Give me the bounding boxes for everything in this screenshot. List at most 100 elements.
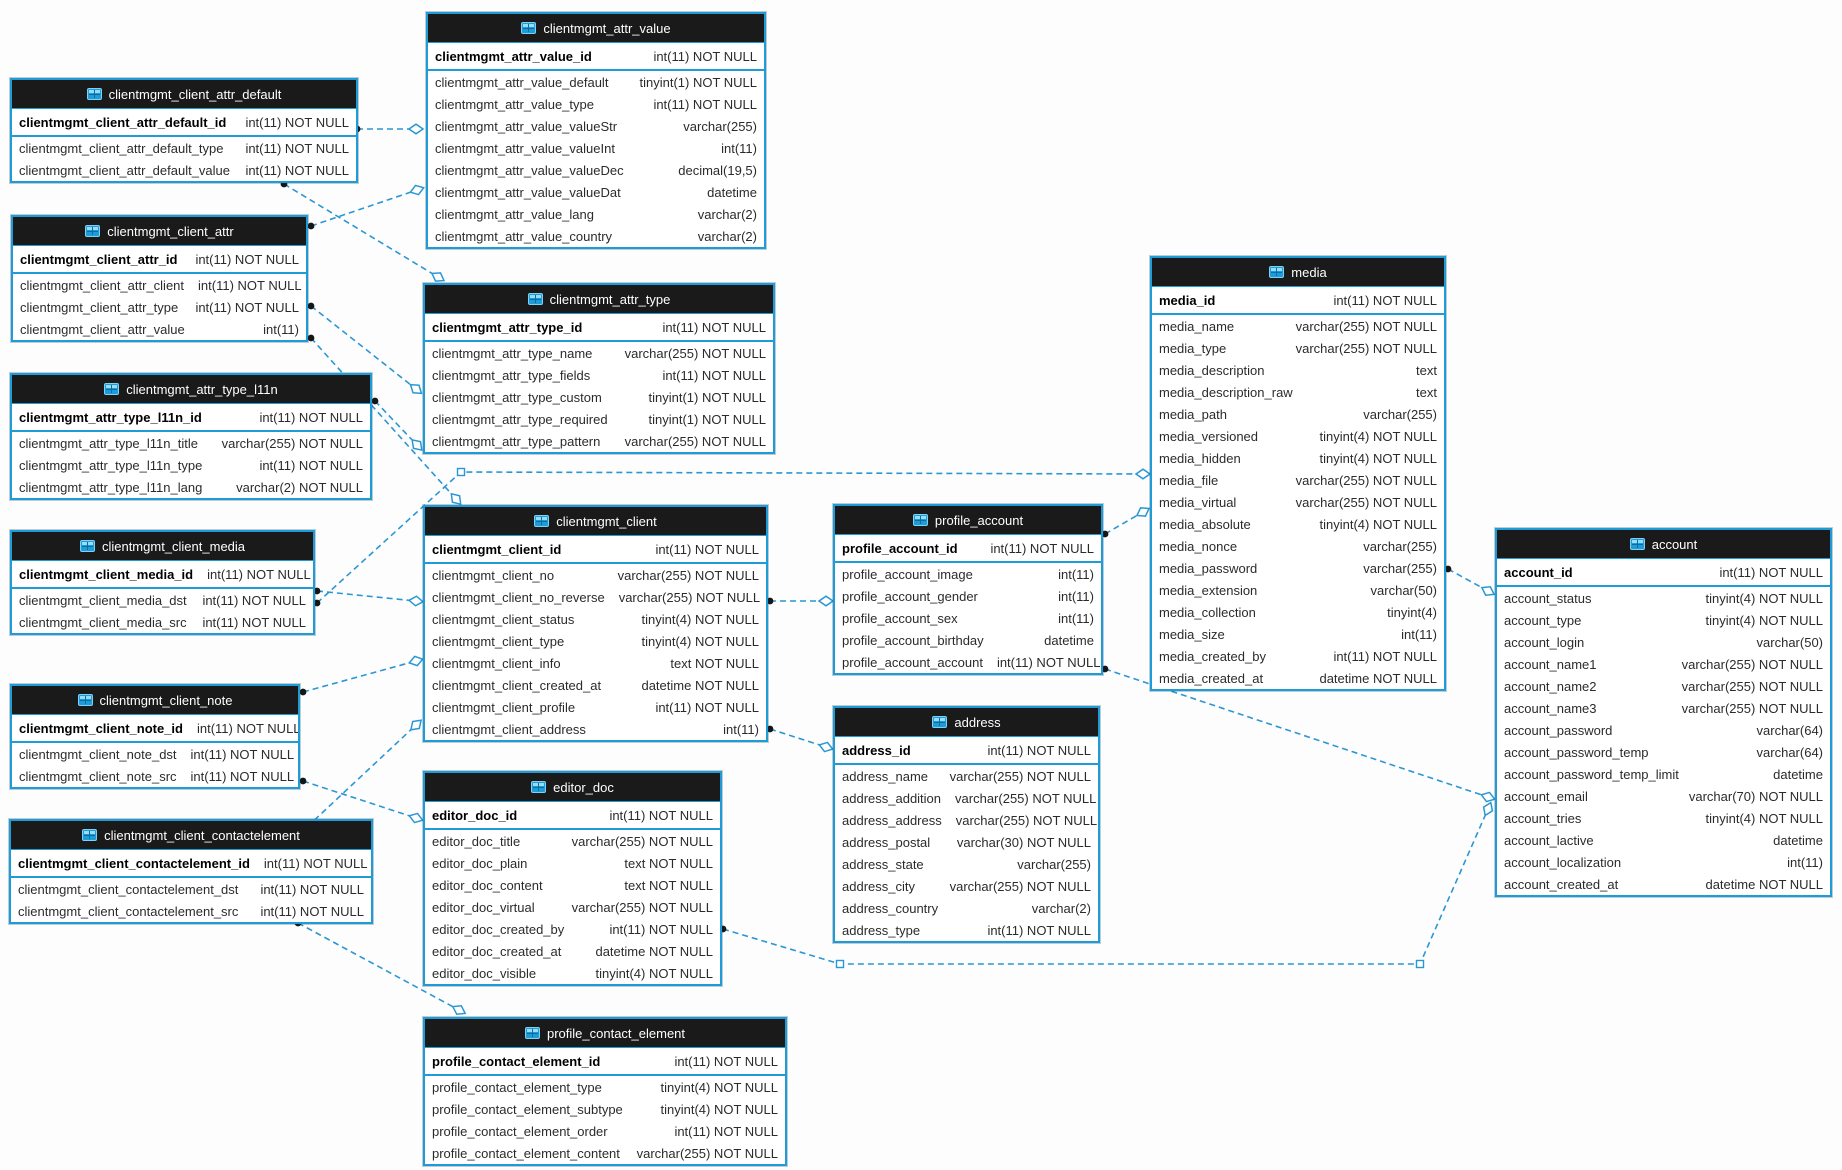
relationship-clientmgmt_client_note-to-editor_doc[interactable] (302, 780, 417, 819)
column-name: clientmgmt_attr_type_name (432, 345, 593, 361)
relationship-clientmgmt_client_contactelement-to-profile_contact_element[interactable] (297, 922, 460, 1011)
table-header[interactable]: account (1497, 530, 1830, 559)
relationship-clientmgmt_client_attr-to-clientmgmt_attr_value[interactable] (310, 189, 418, 227)
column-type: int(11) NOT NULL (259, 409, 363, 425)
table-clientmgmt_client_note[interactable]: clientmgmt_client_note clientmgmt_client… (10, 684, 300, 789)
column-name: clientmgmt_client_attr_id (20, 251, 178, 267)
connector-bend-handle[interactable] (456, 467, 466, 477)
column-type: int(11) (1058, 566, 1094, 582)
column-type: varchar(255) NOT NULL (955, 790, 1097, 806)
relationship-profile_account-to-account[interactable] (1104, 668, 1489, 798)
column-type: text NOT NULL (670, 655, 759, 671)
table-header[interactable]: profile_contact_element (425, 1019, 785, 1048)
table-header[interactable]: profile_account (835, 506, 1101, 535)
column-name: profile_contact_element_id (432, 1053, 601, 1069)
column-name: account_password_temp_limit (1504, 766, 1679, 782)
relationship-clientmgmt_client_contactelement-to-clientmgmt_client[interactable] (306, 724, 417, 828)
table-clientmgmt_client_contactelement[interactable]: clientmgmt_client_contactelement clientm… (9, 819, 373, 924)
table-header[interactable]: media (1152, 258, 1444, 287)
relationship-clientmgmt_client_attr-to-clientmgmt_client[interactable] (310, 337, 457, 500)
relationship-clientmgmt_attr_type_l11n-to-clientmgmt_attr_type[interactable] (374, 400, 418, 446)
connector-bend-handle[interactable] (1415, 959, 1425, 969)
table-profile_contact_element[interactable]: profile_contact_element profile_contact_… (423, 1017, 787, 1166)
table-header[interactable]: clientmgmt_client_attr (13, 217, 306, 246)
table-header[interactable]: editor_doc (425, 773, 720, 802)
table-clientmgmt_client_attr[interactable]: clientmgmt_client_attr clientmgmt_client… (11, 215, 308, 342)
table-header[interactable]: clientmgmt_client_attr_default (12, 80, 356, 109)
relationship-clientmgmt_client_media-to-clientmgmt_client[interactable] (316, 590, 417, 602)
table-header[interactable]: clientmgmt_attr_type_l11n (12, 375, 370, 404)
column-type: datetime (1773, 832, 1823, 848)
table-clientmgmt_attr_type_l11n[interactable]: clientmgmt_attr_type_l11n clientmgmt_att… (10, 373, 372, 500)
table-clientmgmt_client_media[interactable]: clientmgmt_client_media clientmgmt_clien… (10, 530, 315, 635)
connector-bend-handle[interactable] (835, 959, 845, 969)
relationship-clientmgmt_client_note-to-clientmgmt_client[interactable] (302, 660, 417, 693)
table-clientmgmt_attr_type[interactable]: clientmgmt_attr_type clientmgmt_attr_typ… (423, 283, 775, 454)
table-header[interactable]: clientmgmt_client_contactelement (11, 821, 371, 850)
column-name: media_versioned (1159, 428, 1259, 444)
table-clientmgmt_client_attr_default[interactable]: clientmgmt_client_attr_default clientmgm… (10, 78, 358, 183)
table-header[interactable]: clientmgmt_attr_type (425, 285, 773, 314)
column-type: int(11) NOT NULL (653, 48, 757, 64)
relationship-editor_doc-to-account[interactable] (722, 808, 1489, 965)
table-icon (104, 383, 120, 395)
table-header[interactable]: clientmgmt_client_media (12, 532, 313, 561)
table-header[interactable]: clientmgmt_client_note (12, 686, 298, 715)
table-icon (79, 540, 95, 552)
column-type: varchar(255) NOT NULL (624, 345, 766, 361)
column-account_password_temp_limit: account_password_temp_limit datetime (1497, 763, 1830, 785)
connector-end-diamond (408, 812, 424, 824)
column-type: int(11) NOT NULL (655, 541, 759, 557)
column-type: int(11) NOT NULL (245, 162, 349, 178)
relationship-clientmgmt_client-to-address[interactable] (769, 728, 827, 748)
column-name: clientmgmt_attr_type_l11n_title (19, 435, 198, 451)
connector-end-diamond (1480, 585, 1496, 597)
column-name: clientmgmt_client_attr_client (20, 277, 185, 293)
column-name: media_virtual (1159, 494, 1237, 510)
relationship-media-to-account[interactable] (1447, 568, 1489, 592)
table-title: address (954, 714, 1001, 730)
column-type: tinyint(4) NOT NULL (1705, 590, 1823, 606)
table-icon (1629, 538, 1645, 550)
column-type: datetime (1773, 766, 1823, 782)
table-icon (932, 716, 948, 728)
table-header[interactable]: address (835, 708, 1098, 737)
relationship-clientmgmt_client_attr-to-clientmgmt_attr_type[interactable] (310, 305, 417, 390)
column-name: media_description_raw (1159, 384, 1293, 400)
column-name: editor_doc_created_by (432, 921, 565, 937)
relationship-profile_account-to-media[interactable] (1104, 511, 1144, 535)
column-type: int(11) NOT NULL (207, 566, 311, 582)
table-clientmgmt_attr_value[interactable]: clientmgmt_attr_value clientmgmt_attr_va… (426, 12, 766, 249)
table-header[interactable]: clientmgmt_attr_value (428, 14, 764, 43)
connector-end-diamond (451, 1004, 467, 1016)
column-name: address_name (842, 768, 928, 784)
column-name: profile_account_gender (842, 588, 978, 604)
column-name: profile_contact_element_order (432, 1123, 608, 1139)
table-header[interactable]: clientmgmt_client (425, 507, 766, 536)
